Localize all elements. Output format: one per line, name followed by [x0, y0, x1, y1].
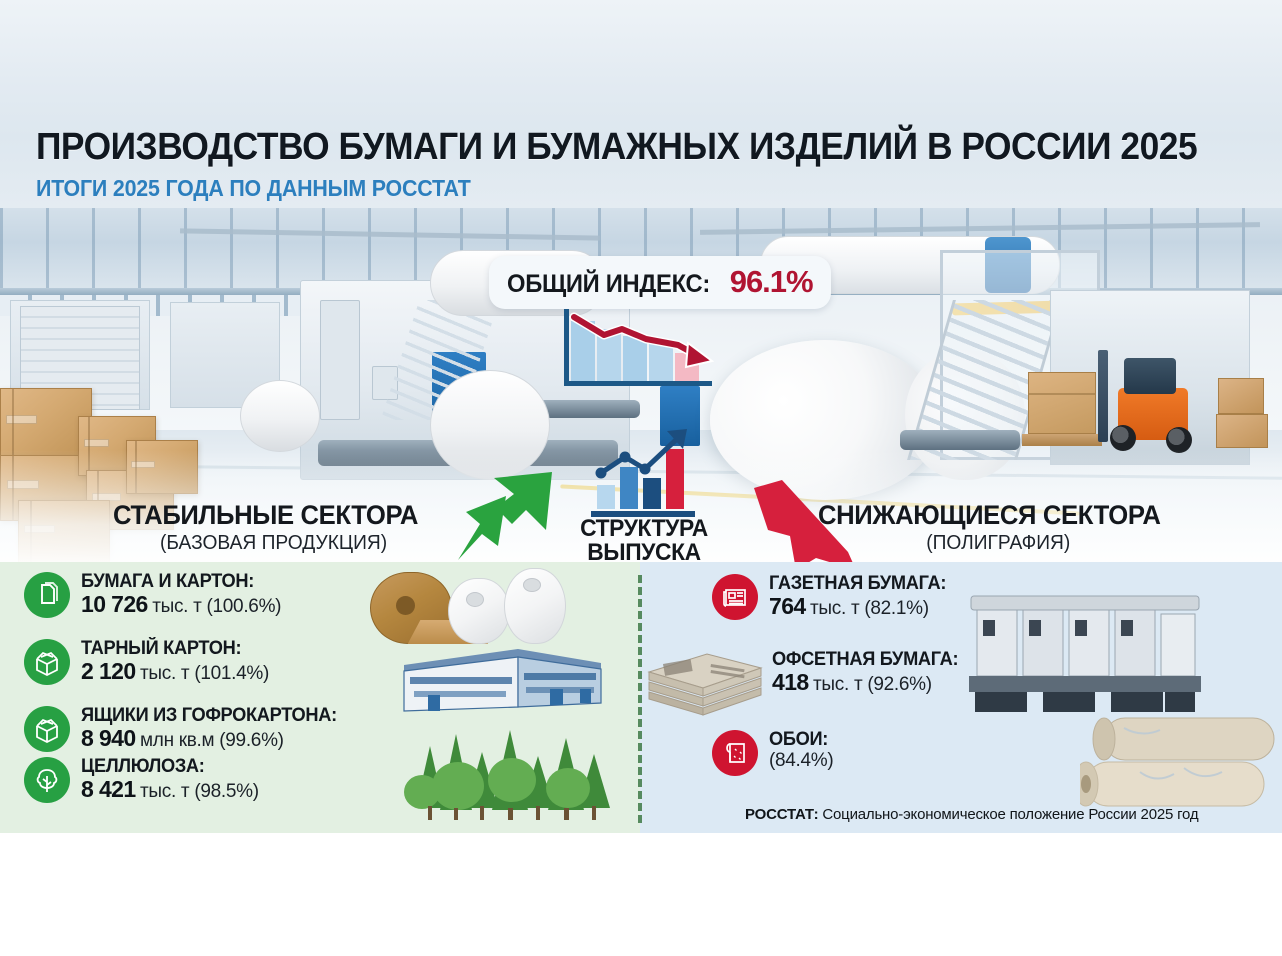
stat-unit: (84.4%) [769, 750, 834, 772]
stat-label: ГАЗЕТНАЯ БУМАГА: [769, 573, 947, 594]
declining-sectors-subheading: (ПОЛИГРАФИЯ) [926, 532, 1071, 554]
printing-press-image [969, 595, 1201, 712]
open-box-icon [24, 706, 70, 752]
stat-label: ТАРНЫЙ КАРТОН: [81, 638, 242, 659]
structure-heading-block: СТРУКТУРА ВЫПУСКА [570, 515, 718, 567]
overall-index-label: ОБЩИЙ ИНДЕКС: [507, 270, 711, 298]
warehouse-building-image [403, 649, 602, 712]
forklift-cab [1124, 358, 1176, 394]
stat-unit: тыс. т (98.5%) [140, 781, 259, 803]
stat-row-newsprint: ГАЗЕТНАЯ БУМАГА: 764 тыс. т (82.1%) [712, 574, 953, 620]
stat-value: 8 940 млн кв.м (99.6%) [81, 725, 347, 752]
stat-label: ОБОИ: [769, 729, 828, 750]
bottom-white-strip [0, 833, 1282, 956]
stat-text: ОФСЕТНАЯ БУМАГА: 418 тыс. т (92.6%) [772, 650, 966, 695]
machine-panel [320, 300, 360, 420]
green-up-arrow-icon [458, 472, 552, 560]
stat-text: БУМАГА И КАРТОН: 10 726 тыс. т (100.6%) [81, 571, 282, 618]
stat-unit: тыс. т (82.1%) [810, 598, 929, 620]
stacked-crate [1216, 414, 1268, 448]
stat-number: 418 [772, 669, 809, 696]
panel-divider [638, 575, 642, 823]
stat-text: ТАРНЫЙ КАРТОН: 2 120 тыс. т (101.4%) [81, 639, 269, 684]
structure-heading-line1: СТРУКТУРА [580, 515, 708, 542]
pallet-of-boxes [1028, 372, 1096, 434]
stat-number: 8 940 [81, 725, 136, 752]
machine-roller [520, 400, 640, 418]
stat-unit: тыс. т (92.6%) [813, 674, 932, 696]
stat-text: ОБОИ: (84.4%) [769, 729, 834, 772]
stat-value: 418 тыс. т (92.6%) [772, 669, 966, 696]
stat-label: ОФСЕТНАЯ БУМАГА: [772, 649, 959, 670]
white-roll-core [466, 592, 484, 607]
open-box-icon [24, 639, 70, 685]
wallpaper-rolls-image [1080, 717, 1275, 807]
overall-index-value: 96.1% [729, 264, 814, 299]
wooden-pallet [1022, 434, 1102, 446]
production-structure-chart-icon [591, 429, 695, 517]
tree-icon [24, 757, 70, 803]
wall-panel [170, 302, 280, 408]
declining-bar-chart-icon [564, 309, 715, 386]
stat-text: ГАЗЕТНАЯ БУМАГА: 764 тыс. т (82.1%) [769, 574, 953, 619]
wallpaper-roll-icon [712, 730, 758, 776]
stat-label: ЦЕЛЛЮЛОЗА: [81, 756, 205, 777]
stat-value: 764 тыс. т (82.1%) [769, 593, 953, 620]
stat-number: 8 421 [81, 776, 136, 803]
forklift-mast [1098, 350, 1108, 442]
machine-roller [900, 430, 1020, 450]
stat-row-wallpaper: ОБОИ: (84.4%) [712, 729, 834, 776]
stat-number: 764 [769, 593, 806, 620]
source-label: РОССТАТ: [745, 806, 819, 823]
page-subtitle: ИТОГИ 2025 ГОДА ПО ДАННЫМ РОССТАТ [36, 174, 471, 201]
source-text: Социально-экономическое положение России… [818, 806, 1199, 823]
kraft-roll-core [396, 596, 415, 615]
stat-unit: тыс. т (101.4%) [140, 663, 270, 685]
stat-value: 10 726 тыс. т (100.6%) [81, 591, 282, 618]
source-footer: РОССТАТ: Социально-экономическое положен… [745, 806, 1199, 824]
stat-row-pulp: ЦЕЛЛЮЛОЗА: 8 421 тыс. т (98.5%) [24, 757, 259, 803]
overall-index-badge: ОБЩИЙ ИНДЕКС: 96.1% [489, 256, 831, 309]
cardboard-box [0, 388, 92, 458]
declining-sectors-heading: СНИЖАЮЩИЕСЯ СЕКТОРА [818, 500, 1161, 530]
stat-row-offset-paper: ОФСЕТНАЯ БУМАГА: 418 тыс. т (92.6%) [772, 650, 966, 695]
stat-text: ЯЩИКИ ИЗ ГОФРОКАРТОНА: 8 940 млн кв.м (9… [81, 706, 347, 751]
stat-row-paper-and-board: БУМАГА И КАРТОН: 10 726 тыс. т (100.6%) [24, 571, 282, 618]
newspaper-icon [712, 574, 758, 620]
paper-roll-small [240, 380, 320, 452]
stat-number: 10 726 [81, 591, 148, 618]
structure-heading-line2: ВЫПУСКА [587, 539, 701, 567]
white-paper-roll-image [448, 578, 510, 644]
declining-sectors-heading-block: СНИЖАЮЩИЕСЯ СЕКТОРА (ПОЛИГРАФИЯ) [818, 500, 1179, 555]
forklift-wheel [1110, 425, 1136, 451]
stat-row-container-board: ТАРНЫЙ КАРТОН: 2 120 тыс. т (101.4%) [24, 639, 269, 685]
stat-value: 2 120 тыс. т (101.4%) [81, 658, 270, 685]
stacked-crate [1218, 378, 1264, 414]
stat-label: БУМАГА И КАРТОН: [81, 571, 254, 592]
stat-unit: тыс. т (100.6%) [152, 596, 282, 618]
white-roll-core [523, 578, 541, 592]
red-down-arrow-icon [754, 480, 856, 570]
stable-sectors-subheading: (БАЗОВАЯ ПРОДУКЦИЯ) [159, 532, 388, 554]
forest-trees-image [404, 730, 610, 820]
stable-sectors-heading: СТАБИЛЬНЫЕ СЕКТОРА [113, 500, 419, 530]
stat-label: ЯЩИКИ ИЗ ГОФРОКАРТОНА: [81, 705, 337, 726]
stat-row-corrugated-boxes: ЯЩИКИ ИЗ ГОФРОКАРТОНА: 8 940 млн кв.м (9… [24, 706, 347, 752]
forklift-wheel [1166, 427, 1192, 453]
stat-value: 8 421 тыс. т (98.5%) [81, 776, 259, 803]
header-block: ПРОИЗВОДСТВО БУМАГИ И БУМАЖНЫХ ИЗДЕЛИЙ В… [36, 126, 1282, 202]
page-title: ПРОИЗВОДСТВО БУМАГИ И БУМАЖНЫХ ИЗДЕЛИЙ В… [36, 126, 1198, 168]
stat-unit: млн кв.м (99.6%) [140, 730, 284, 752]
documents-icon [24, 572, 70, 618]
stat-text: ЦЕЛЛЮЛОЗА: 8 421 тыс. т (98.5%) [81, 757, 259, 802]
stat-number: 2 120 [81, 658, 136, 685]
stable-sectors-heading-block: СТАБИЛЬНЫЕ СЕКТОРА (БАЗОВАЯ ПРОДУКЦИЯ) [113, 500, 434, 555]
newspaper-stack-image [647, 653, 763, 716]
stat-value: (84.4%) [769, 750, 834, 772]
